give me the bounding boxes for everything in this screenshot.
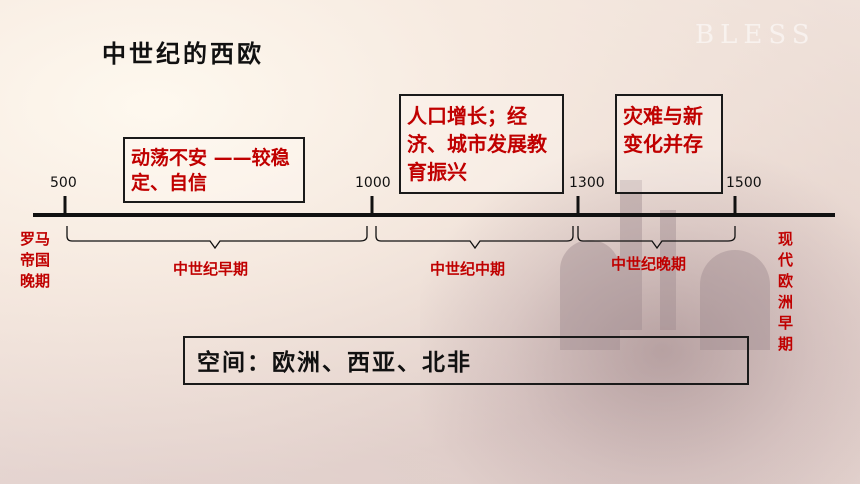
box-early-events: 动荡不安 ——较稳定、自信	[123, 137, 305, 203]
background-city-image	[420, 150, 860, 484]
year-500: 500	[50, 175, 77, 191]
box-early-text: 动荡不安 ——较稳定、自信	[131, 147, 290, 194]
space-box: 空间：欧洲、西亚、北非	[183, 336, 749, 385]
box-late-text: 灾难与新变化并存	[623, 104, 703, 156]
year-1500: 1500	[726, 175, 762, 191]
box-middle-text: 人口增长；经济、城市发展教育振兴	[407, 104, 547, 184]
box-late-events: 灾难与新变化并存	[615, 94, 723, 194]
space-text: 空间：欧洲、西亚、北非	[197, 350, 472, 376]
logo: BLESS	[695, 20, 816, 50]
label-late-roman-empire: 罗马帝国晚期	[20, 230, 51, 290]
period-early: 中世纪早期	[173, 260, 249, 278]
label-early-modern-europe: 现代欧洲早期	[778, 230, 794, 353]
brace-early	[66, 226, 368, 250]
year-1300: 1300	[569, 175, 605, 191]
year-1000: 1000	[355, 175, 391, 191]
page-title: 中世纪的西欧	[102, 40, 264, 68]
period-middle: 中世纪中期	[430, 260, 506, 278]
period-late: 中世纪晚期	[611, 255, 687, 273]
brace-middle	[375, 226, 574, 250]
box-middle-events: 人口增长；经济、城市发展教育振兴	[399, 94, 564, 194]
brace-late	[577, 226, 736, 250]
